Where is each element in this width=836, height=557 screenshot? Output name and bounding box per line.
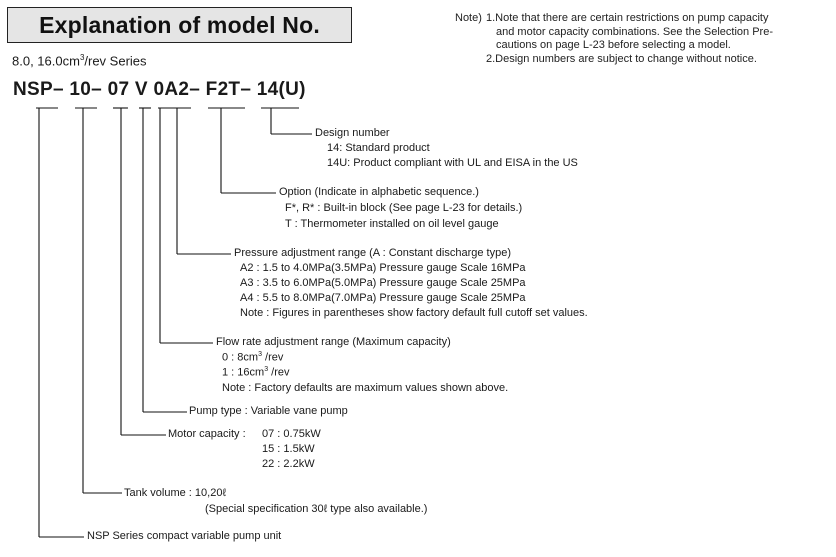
pressure-heading: Pressure adjustment range (A : Constant … bbox=[234, 247, 511, 259]
nsp-description: NSP Series compact variable pump unit bbox=[87, 530, 282, 542]
flow-line: 0 : 8cm3 /rev bbox=[222, 351, 284, 364]
note-line: cautions on page L-23 before selecting a… bbox=[496, 39, 731, 51]
series-label: 8.0, 16.0cm3/rev Series bbox=[12, 53, 147, 69]
tank-heading: Tank volume : 10,20ℓ bbox=[124, 487, 227, 499]
pressure-line: A4 : 5.5 to 8.0MPa(7.0MPa) Pressure gaug… bbox=[240, 292, 526, 304]
tank-note: (Special specification 30ℓ type also ava… bbox=[205, 503, 428, 515]
option-heading: Option (Indicate in alphabetic sequence.… bbox=[279, 186, 479, 198]
motor-heading: Motor capacity : bbox=[168, 428, 246, 440]
pressure-line: A2 : 1.5 to 4.0MPa(3.5MPa) Pressure gaug… bbox=[240, 262, 526, 274]
page-title: Explanation of model No. bbox=[39, 11, 320, 38]
flow-line: 1 : 16cm3 /rev bbox=[222, 366, 290, 379]
design-line: 14U: Product compliant with UL and EISA … bbox=[327, 157, 578, 169]
motor-value: 15 : 1.5kW bbox=[262, 443, 315, 455]
pressure-line: A3 : 3.5 to 6.0MPa(5.0MPa) Pressure gaug… bbox=[240, 277, 526, 289]
motor-value: 07 : 0.75kW bbox=[262, 428, 321, 440]
flow-heading: Flow rate adjustment range (Maximum capa… bbox=[216, 336, 451, 348]
option-line: T : Thermometer installed on oil level g… bbox=[285, 218, 499, 230]
design-number-heading: Design number bbox=[315, 127, 390, 139]
note-line: 2.Design numbers are subject to change w… bbox=[486, 52, 757, 65]
option-line: F*, R* : Built-in block (See page L-23 f… bbox=[285, 202, 523, 214]
design-line: 14: Standard product bbox=[327, 142, 430, 154]
note-line: and motor capacity combinations. See the… bbox=[496, 25, 773, 38]
note-body: 1.Note that there are certain restrictio… bbox=[486, 12, 826, 66]
model-number: NSP– 10– 07 V 0A2– F2T– 14(U) bbox=[13, 79, 306, 100]
flow-note: Note : Factory defaults are maximum valu… bbox=[222, 382, 509, 394]
note-line: 1.Note that there are certain restrictio… bbox=[486, 12, 769, 24]
note-label: Note) bbox=[455, 12, 482, 24]
motor-value: 22 : 2.2kW bbox=[262, 458, 315, 470]
pump-type: Pump type : Variable vane pump bbox=[189, 405, 348, 417]
pressure-note: Note : Figures in parentheses show facto… bbox=[240, 307, 588, 319]
title-box: Explanation of model No. bbox=[7, 7, 352, 43]
